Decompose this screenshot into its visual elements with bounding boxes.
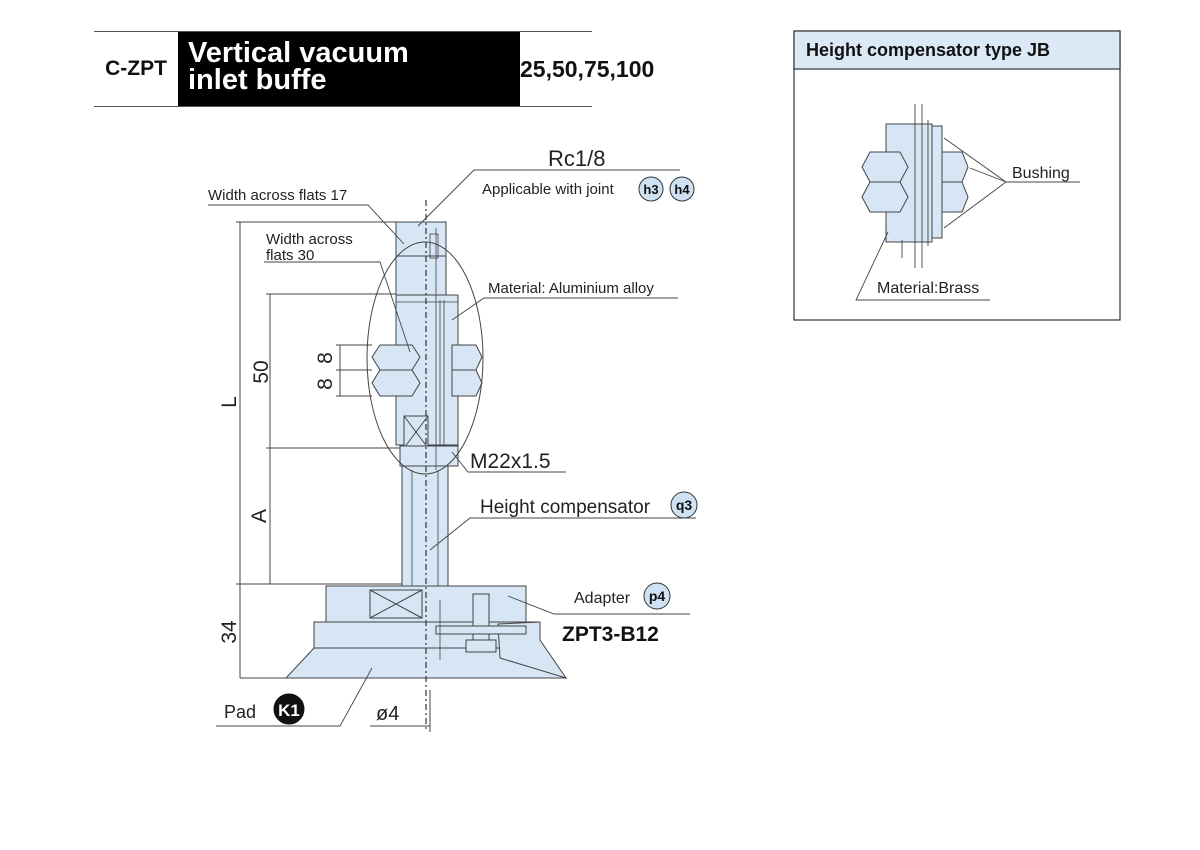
hex-nut-upper-left: [371, 344, 421, 371]
hc-badge-q3: q3: [670, 491, 698, 519]
joint-badge-h3: h3: [638, 176, 664, 202]
width-flats-30-line1: Width across: [266, 231, 353, 248]
inset-title-bar: [793, 30, 1121, 70]
detail-ellipse: [366, 241, 484, 475]
adapter-screw-head: [465, 639, 497, 653]
dim-8-lower-label: 8: [314, 378, 337, 390]
joint-badge-h4: h4: [669, 176, 695, 202]
product-title-line2: inlet buffe: [188, 64, 327, 96]
inset-leaders: [855, 137, 1080, 301]
pad-badge-k1: K1: [273, 693, 305, 725]
dim-50-label: 50: [250, 360, 273, 383]
top-fitting: [395, 221, 447, 259]
piston-rod: [401, 465, 449, 587]
inset-panel: Height compensator type JB Bushing Mater…: [793, 30, 1121, 321]
dim-A-label: A: [248, 509, 271, 523]
inset-hex-upper-right: [941, 151, 969, 183]
applicable-joint-label: Applicable with joint: [482, 181, 615, 198]
bushing-part: [931, 125, 943, 239]
port-thread-label: Rc1/8: [548, 146, 605, 171]
product-title-line1: Vertical vacuum: [188, 37, 409, 69]
material-label: Material: Aluminium alloy: [488, 280, 654, 297]
bore-details: [396, 228, 458, 660]
bushing-label: Bushing: [1012, 165, 1070, 182]
pad-right-flare: [497, 621, 568, 679]
dim-8-upper-label: 8: [314, 352, 337, 364]
svg-text:K1: K1: [278, 701, 300, 720]
svg-text:p4: p4: [649, 588, 666, 604]
model-code: C-ZPT: [105, 57, 167, 80]
inset-title: Height compensator type JB: [806, 40, 1050, 60]
product-title: Vertical vacuum inlet buffe: [178, 32, 520, 106]
adapter-badge-p4: p4: [643, 582, 671, 610]
inset-hex-upper-left: [861, 151, 909, 183]
dim-L-label: L: [218, 396, 241, 408]
width-flats-17-label: Width across flats 17: [208, 187, 347, 204]
inset-material-label: Material:Brass: [877, 280, 979, 297]
svg-text:h3: h3: [643, 182, 658, 197]
inset-drawing: [861, 123, 969, 243]
hex-nut-lower-right: [451, 369, 483, 397]
dimension-lines: [236, 221, 431, 732]
svg-text:q3: q3: [676, 497, 693, 513]
inset-details: [901, 104, 929, 268]
pad-label: Pad: [224, 702, 256, 722]
hex-nut-upper-right: [451, 344, 483, 371]
adapter-washer: [435, 625, 527, 635]
width-flats-30-line2: flats 30: [266, 247, 314, 264]
dim-dia4-label: ø4: [376, 703, 399, 725]
height-compensator-label: Height compensator: [480, 497, 651, 518]
svg-text:h4: h4: [674, 182, 690, 197]
hex-nut-lower-left: [371, 369, 421, 397]
thread-m22-label: M22x1.5: [470, 450, 551, 473]
inset-hex-lower-right: [941, 181, 969, 213]
adapter-model-label: ZPT3-B12: [562, 623, 659, 646]
leader-lines: [208, 169, 696, 727]
dim-34-label: 34: [218, 620, 241, 644]
adapter-label: Adapter: [574, 590, 631, 607]
inset-hex-lower-left: [861, 181, 909, 213]
